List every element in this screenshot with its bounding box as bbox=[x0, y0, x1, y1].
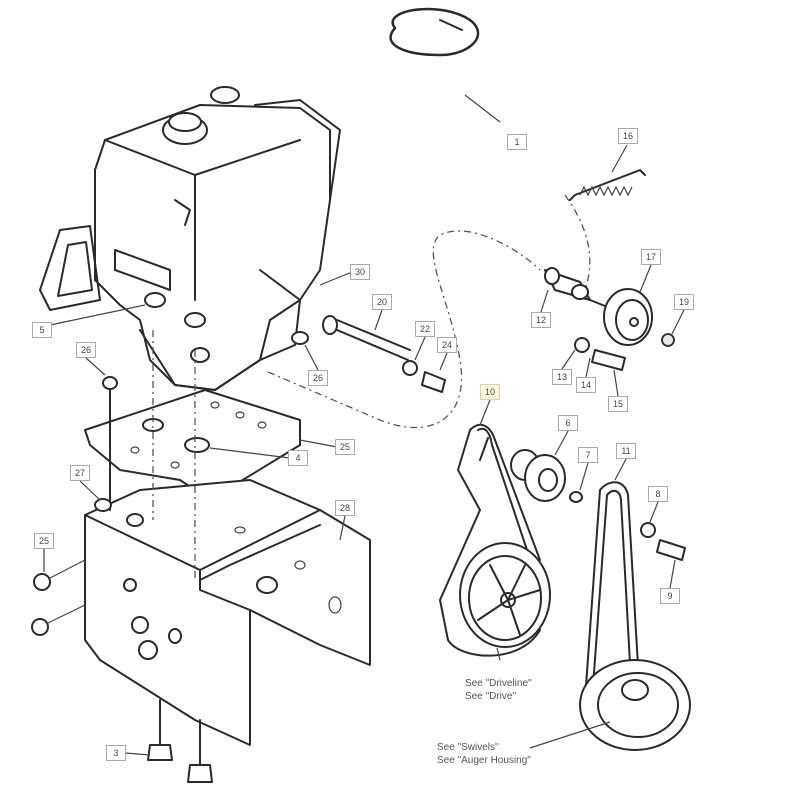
see-driveline-note: See "Driveline" See "Drive" bbox=[465, 677, 532, 703]
callout-28[interactable]: 28 bbox=[335, 500, 355, 516]
callout-1[interactable]: 1 bbox=[507, 134, 527, 150]
callout-26-right[interactable]: 26 bbox=[308, 370, 328, 386]
auger-housing-reference[interactable]: See "Auger Housing" bbox=[437, 755, 531, 766]
see-auger-note: See "Swivels" See "Auger Housing" bbox=[437, 741, 531, 767]
callout-14[interactable]: 14 bbox=[576, 377, 596, 393]
fasteners bbox=[31, 330, 213, 783]
drive-belt-part bbox=[439, 423, 541, 657]
callout-27[interactable]: 27 bbox=[70, 465, 90, 481]
callout-9[interactable]: 9 bbox=[660, 588, 680, 604]
callout-12[interactable]: 12 bbox=[531, 312, 551, 328]
drive-reference[interactable]: See "Drive" bbox=[465, 691, 517, 702]
callout-17[interactable]: 17 bbox=[641, 249, 661, 265]
idler-pulley-assembly bbox=[544, 267, 675, 371]
callout-10-highlighted[interactable]: 10 bbox=[480, 384, 500, 400]
swivels-reference[interactable]: See "Swivels" bbox=[437, 742, 499, 753]
leader-lines bbox=[43, 144, 685, 756]
callout-8[interactable]: 8 bbox=[648, 486, 668, 502]
callout-3[interactable]: 3 bbox=[106, 745, 126, 761]
callout-20[interactable]: 20 bbox=[372, 294, 392, 310]
callout-4[interactable]: 4 bbox=[288, 450, 308, 466]
frame-plates bbox=[84, 479, 371, 746]
callout-22[interactable]: 22 bbox=[415, 321, 435, 337]
engine-mount-plate bbox=[84, 389, 301, 501]
callout-19[interactable]: 19 bbox=[674, 294, 694, 310]
callout-13[interactable]: 13 bbox=[552, 369, 572, 385]
shaft-parts bbox=[291, 315, 446, 393]
callout-25-lower[interactable]: 25 bbox=[34, 533, 54, 549]
callout-30[interactable]: 30 bbox=[350, 264, 370, 280]
callout-24[interactable]: 24 bbox=[437, 337, 457, 353]
spring-part bbox=[569, 169, 646, 201]
callout-6[interactable]: 6 bbox=[558, 415, 578, 431]
callout-26[interactable]: 26 bbox=[76, 342, 96, 358]
callout-5[interactable]: 5 bbox=[32, 322, 52, 338]
engine-part bbox=[39, 86, 341, 391]
driven-pulley-part bbox=[459, 542, 551, 648]
callout-7[interactable]: 7 bbox=[578, 447, 598, 463]
engine-pulley-part bbox=[510, 449, 583, 503]
auger-belt-part bbox=[579, 481, 691, 751]
callout-16[interactable]: 16 bbox=[618, 128, 638, 144]
callout-15[interactable]: 15 bbox=[608, 396, 628, 412]
driveline-reference[interactable]: See "Driveline" bbox=[465, 678, 532, 689]
callout-11[interactable]: 11 bbox=[616, 443, 636, 459]
belt-route-line bbox=[267, 230, 541, 429]
cable-part bbox=[389, 7, 501, 123]
callout-25[interactable]: 25 bbox=[335, 439, 355, 455]
